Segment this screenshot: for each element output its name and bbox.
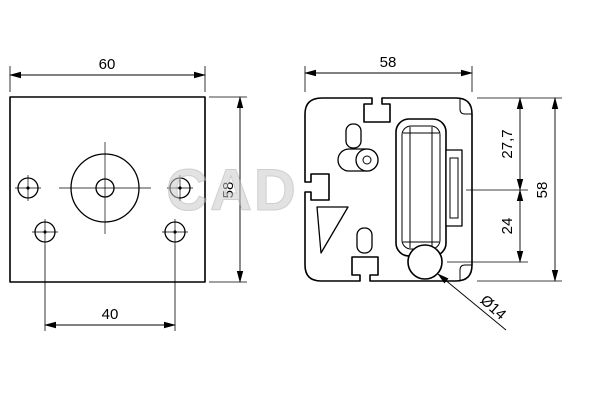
hole-left xyxy=(17,177,39,199)
hole-center-dot xyxy=(173,230,177,234)
dim-plate-height: 58 xyxy=(209,96,247,283)
clamp-pin-socket xyxy=(362,155,372,165)
corner-groove-top xyxy=(459,98,472,115)
dim-text-lower-offset: 24 xyxy=(499,218,516,235)
dim-hole-spacing: 40 xyxy=(44,245,176,331)
mount-block-inner xyxy=(449,157,459,219)
dim-text-plate-width: 60 xyxy=(99,56,116,73)
mounting-holes xyxy=(15,175,193,245)
mount-block xyxy=(445,149,463,227)
inner-slot-lower xyxy=(356,227,373,254)
hole-center-dot xyxy=(178,186,182,190)
plate-outline xyxy=(9,96,206,283)
bore-outer-circle xyxy=(70,153,140,223)
dim-profile-offsets: 27,7 24 xyxy=(447,97,562,282)
corner-groove-bottom xyxy=(459,264,472,281)
hole-center-dot xyxy=(26,186,30,190)
wheel-outer xyxy=(395,118,447,257)
hole-bottom-left xyxy=(34,221,56,243)
cad-watermark: CAD xyxy=(166,158,298,223)
clamp-pin-head xyxy=(355,148,379,172)
bore-inner-circle xyxy=(95,178,115,198)
dim-text-hole-diameter: Ø14 xyxy=(477,292,509,324)
axle-hole xyxy=(407,244,443,280)
dim-text-profile-height: 58 xyxy=(534,182,551,199)
hole-bottom-right xyxy=(164,221,186,243)
section-view-profile: 58 27,7 24 58 Ø14 xyxy=(304,54,562,331)
dim-text-upper-offset: 27,7 xyxy=(499,129,516,158)
leader-line xyxy=(437,273,507,331)
dim-profile-height: 58 xyxy=(534,97,559,282)
triangular-pocket xyxy=(316,206,349,254)
roller-wheel xyxy=(395,118,463,257)
hole-center-dot xyxy=(43,230,47,234)
dim-plate-width: 60 xyxy=(9,56,206,92)
front-view-plate: 60 58 40 xyxy=(9,56,247,331)
dim-text-hole-spacing: 40 xyxy=(102,306,119,323)
dim-text-profile-width: 58 xyxy=(380,54,397,71)
hole-right xyxy=(169,177,191,199)
center-bore xyxy=(59,142,151,234)
dim-profile-width: 58 xyxy=(304,54,473,92)
dim-text-plate-height: 58 xyxy=(220,182,237,199)
dim-hole-diameter: Ø14 xyxy=(437,273,509,331)
inner-slot-upper xyxy=(345,123,362,149)
